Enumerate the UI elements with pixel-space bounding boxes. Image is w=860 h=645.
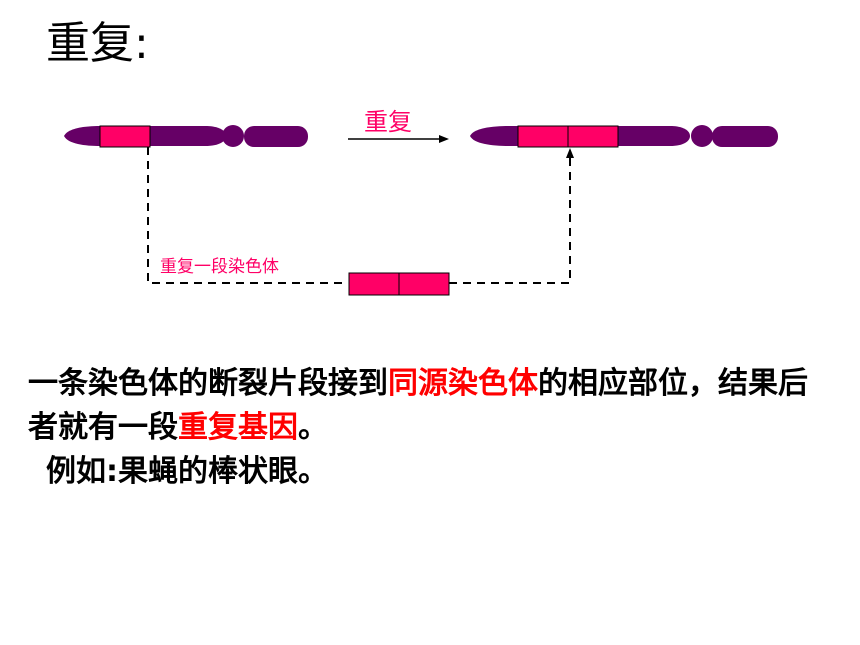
free-segment-right xyxy=(398,272,450,296)
original-chromosome xyxy=(64,125,308,148)
description-part-3: 。 xyxy=(298,410,328,445)
description-part-2: 的相应部位，结果后者就有一段 xyxy=(28,366,808,445)
chromosome-short-arm xyxy=(712,126,778,147)
example-text: 例如:果蝇的棒状眼。 xyxy=(46,454,328,489)
centromere xyxy=(691,125,713,147)
duplication-diagram: 重复 重复一段染色体 xyxy=(64,108,778,296)
segment-copy-1 xyxy=(517,125,569,148)
segment-label: 重复一段染色体 xyxy=(160,257,279,277)
chromosome-short-arm xyxy=(244,126,308,147)
highlight-homologous-chromosome: 同源染色体 xyxy=(388,366,538,401)
description-text: 一条染色体的断裂片段接到同源染色体的相应部位，结果后者就有一段重复基因。 例如:… xyxy=(28,362,828,494)
slide-title: 重复: xyxy=(46,18,149,69)
dashed-connector-left xyxy=(147,147,348,284)
segment-copy-2 xyxy=(567,125,619,148)
arrow-label: 重复 xyxy=(364,108,412,136)
dashed-connector-right xyxy=(449,157,571,284)
centromere xyxy=(222,125,244,147)
description-part-1: 一条染色体的断裂片段接到 xyxy=(28,366,388,401)
duplicated-chromosome xyxy=(470,125,778,148)
free-segment-left xyxy=(348,272,400,296)
duplicated-segment-source xyxy=(99,125,151,148)
arrow-head xyxy=(439,135,449,143)
dashed-arrow-head xyxy=(566,148,574,158)
highlight-duplicated-genes: 重复基因 xyxy=(178,410,298,445)
